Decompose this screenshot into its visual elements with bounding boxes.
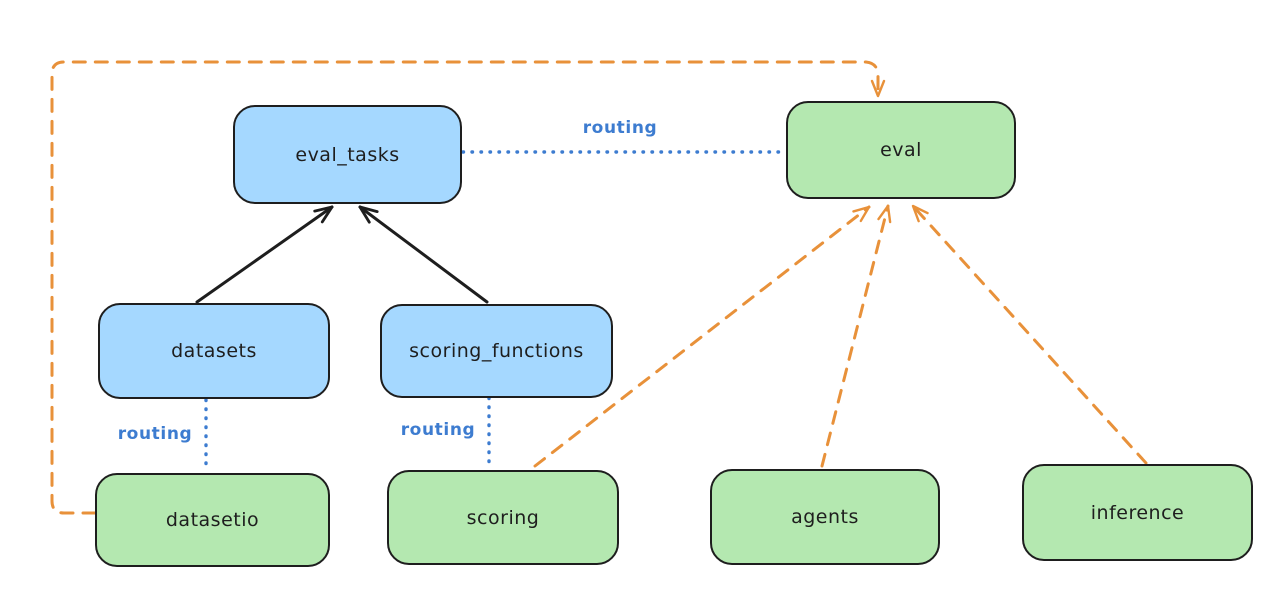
node-eval-label: eval [880,139,922,161]
node-eval: eval [786,101,1016,199]
node-scoring-label: scoring [466,506,540,529]
edge-datasetio-loop-to-eval [50,60,886,515]
node-eval_tasks: eval_tasks [233,105,462,204]
edge-scoring_functions-to-eval_tasks [358,205,489,304]
node-datasetio: datasetio [95,473,330,567]
edge-agents-to-eval [820,204,892,468]
node-datasets-label: datasets [171,340,257,362]
node-datasets: datasets [98,303,330,399]
node-agents: agents [710,469,940,565]
edge-inference-to-eval [911,204,1148,465]
edge-scoring-to-eval [533,205,871,468]
routing-label-datasets-datasetio: routing [117,424,193,444]
node-eval_tasks-label: eval_tasks [295,143,400,166]
edge-datasets-to-eval_tasks [195,205,334,304]
node-scoring: scoring [387,470,619,565]
node-inference-label: inference [1090,501,1185,524]
node-scoring_functions: scoring_functions [380,304,613,398]
routing-label-eval_tasks-eval: routing [582,118,658,138]
node-datasetio-label: datasetio [165,509,260,531]
routing-label-scoring_functions-scoring: routing [400,420,476,440]
node-agents-label: agents [791,506,859,528]
node-scoring_functions-label: scoring_functions [409,340,584,362]
node-inference: inference [1022,464,1253,561]
